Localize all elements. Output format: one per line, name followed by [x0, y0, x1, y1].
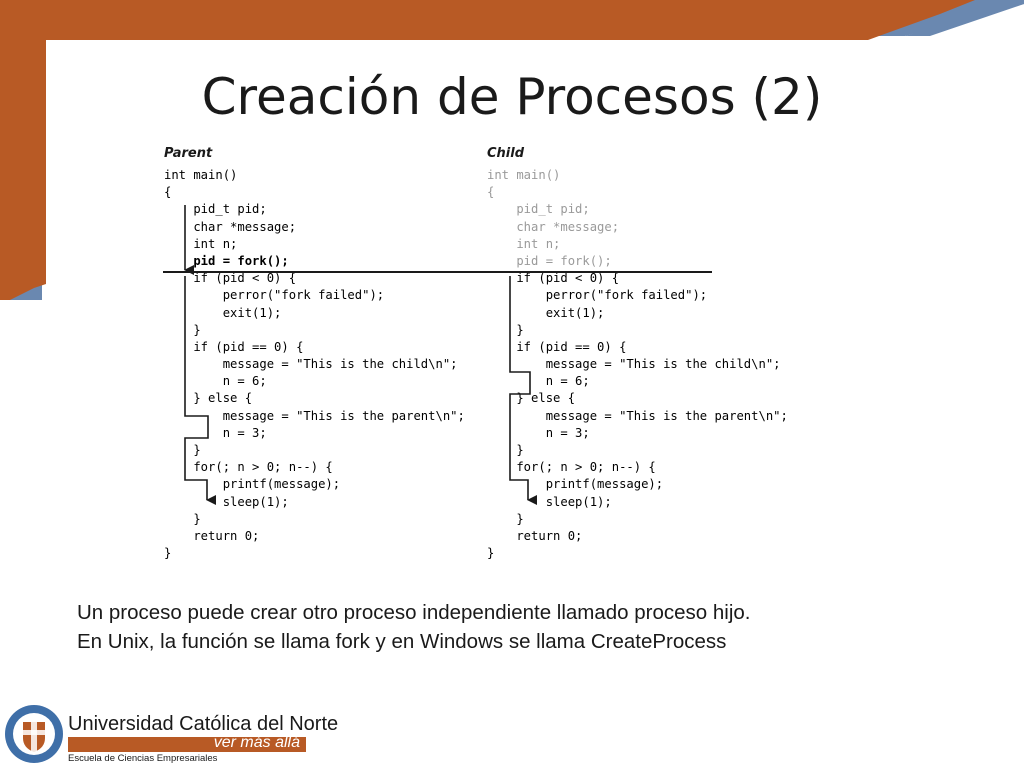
code-line: {: [487, 185, 495, 200]
code-line: perror("fork failed");: [487, 288, 708, 303]
code-line: {: [164, 185, 172, 200]
code-line: char *message;: [164, 219, 297, 234]
code-line: pid = fork();: [487, 253, 612, 268]
slide-caption: Un proceso puede crear otro proceso inde…: [77, 598, 751, 656]
code-line: perror("fork failed");: [164, 288, 385, 303]
code-line: }: [164, 546, 172, 561]
code-line: for(; n > 0; n--) {: [164, 460, 333, 475]
code-line: n = 3;: [164, 425, 267, 440]
slide-title: Creación de Procesos (2): [201, 68, 823, 126]
code-line: char *message;: [487, 219, 620, 234]
code-line: pid = fork();: [164, 253, 289, 268]
child-flow-path: [509, 276, 537, 505]
code-line: sleep(1);: [164, 494, 289, 509]
code-line: int main(): [487, 168, 561, 182]
code-line: pid_t pid;: [164, 202, 267, 217]
code-line: }: [164, 443, 201, 457]
code-line: } else {: [164, 391, 253, 406]
code-line: }: [164, 322, 201, 337]
code-line: if (pid < 0) {: [164, 271, 297, 286]
code-line: message = "This is the child\n";: [164, 357, 458, 372]
university-seal-icon: [5, 705, 63, 763]
code-line: }: [164, 511, 201, 526]
code-line: exit(1);: [487, 305, 605, 320]
frame-orange-band: [0, 0, 975, 300]
tagline-bar: ver más allá: [68, 734, 306, 752]
parent-flow-path: [184, 276, 216, 505]
code-line: }: [487, 443, 524, 457]
code-line: if (pid < 0) {: [487, 271, 620, 286]
code-line: return 0;: [164, 528, 260, 543]
code-line: message = "This is the child\n";: [487, 357, 781, 372]
code-line: sleep(1);: [487, 494, 612, 509]
university-name: Universidad Católica del Norte: [68, 713, 339, 735]
code-line: for(; n > 0; n--) {: [487, 460, 656, 475]
caption-line: Un proceso puede crear otro proceso inde…: [77, 601, 751, 624]
parent-label: Parent: [164, 146, 213, 161]
code-line: }: [487, 322, 524, 337]
tagline: ver más allá: [213, 734, 300, 751]
frame-blue-corner: [905, 0, 1024, 36]
code-line: int main(): [164, 168, 238, 182]
code-line: n = 6;: [164, 374, 267, 389]
child-code-block: int main() { pid_t pid; char *message; in…: [487, 167, 788, 562]
parent-code-block: int main() { pid_t pid; char *message; in…: [164, 167, 465, 562]
code-line: message = "This is the parent\n";: [164, 408, 465, 423]
code-line: exit(1);: [164, 305, 282, 320]
code-line: }: [487, 546, 495, 561]
code-line: } else {: [487, 391, 576, 406]
code-line: n = 3;: [487, 425, 590, 440]
caption-line: En Unix, la función se llama fork y en W…: [77, 630, 727, 653]
code-line: pid_t pid;: [487, 202, 590, 217]
code-line: printf(message);: [487, 477, 664, 492]
code-line: n = 6;: [487, 374, 590, 389]
school-name: Escuela de Ciencias Empresariales: [68, 753, 218, 764]
code-line: if (pid == 0) {: [487, 339, 627, 354]
code-line: return 0;: [487, 528, 583, 543]
child-label: Child: [487, 146, 525, 161]
code-line: int n;: [164, 236, 238, 251]
code-line: int n;: [487, 236, 561, 251]
code-line: message = "This is the parent\n";: [487, 408, 788, 423]
code-line: }: [487, 511, 524, 526]
code-line: printf(message);: [164, 477, 341, 492]
code-line: if (pid == 0) {: [164, 339, 304, 354]
